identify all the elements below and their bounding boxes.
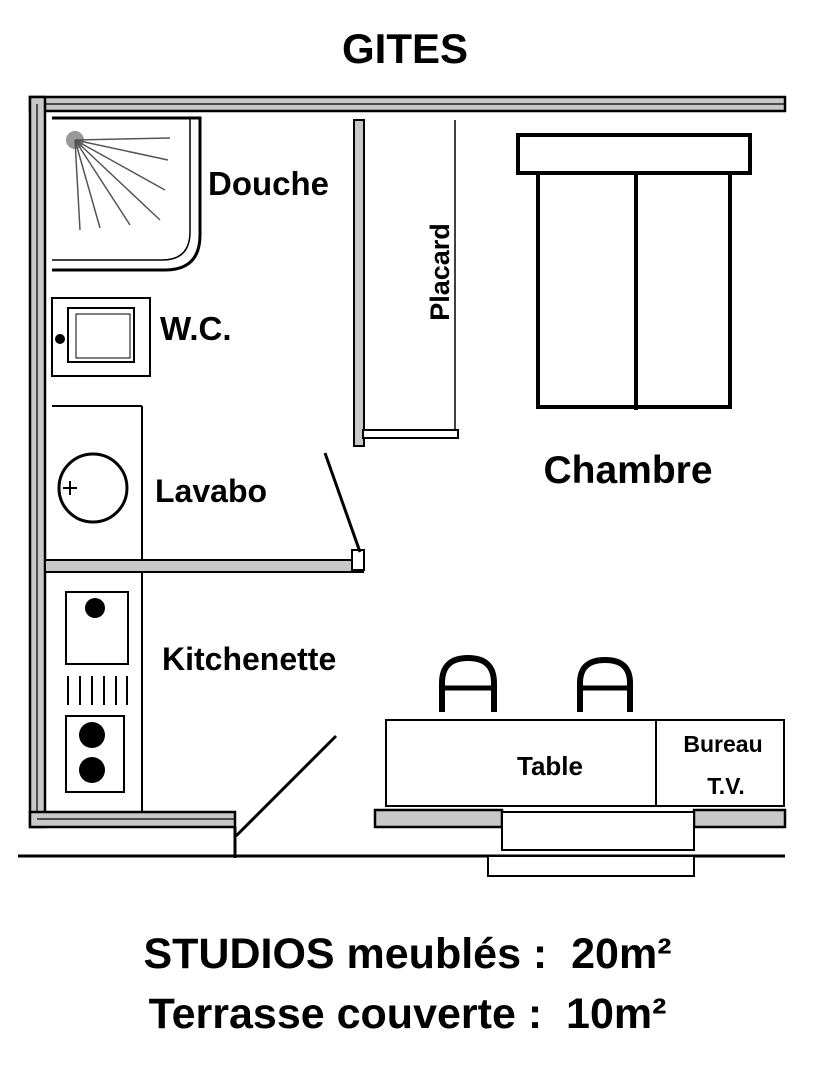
entrance-door [234,734,338,838]
plan-title: GITES [342,25,468,72]
label-douche: Douche [208,165,329,202]
label-chambre: Chambre [543,449,712,492]
label-bureau: Bureau [683,731,762,757]
chair-icon [577,656,633,712]
shower-icon [52,116,202,272]
closet [362,120,459,439]
outer-walls [18,95,787,858]
bathroom-partition [44,119,365,573]
caption-terrasse: Terrasse couverte : 10m² [148,990,667,1038]
label-lavabo: Lavabo [155,473,267,509]
label-kitchenette: Kitchenette [162,641,336,677]
label-tv: T.V. [707,773,745,799]
label-wc: W.C. [160,310,232,347]
terrace-step [487,811,695,877]
table-desk [385,719,785,807]
label-placard: Placard [425,223,455,321]
chair-icon [439,654,497,712]
bed-icon [516,133,752,410]
sink-icon [52,405,143,560]
wc-icon [51,297,151,377]
caption-studios: STUDIOS meublés : 20m² [143,930,672,978]
label-table: Table [517,751,583,781]
kitchenette-counter [65,572,143,812]
